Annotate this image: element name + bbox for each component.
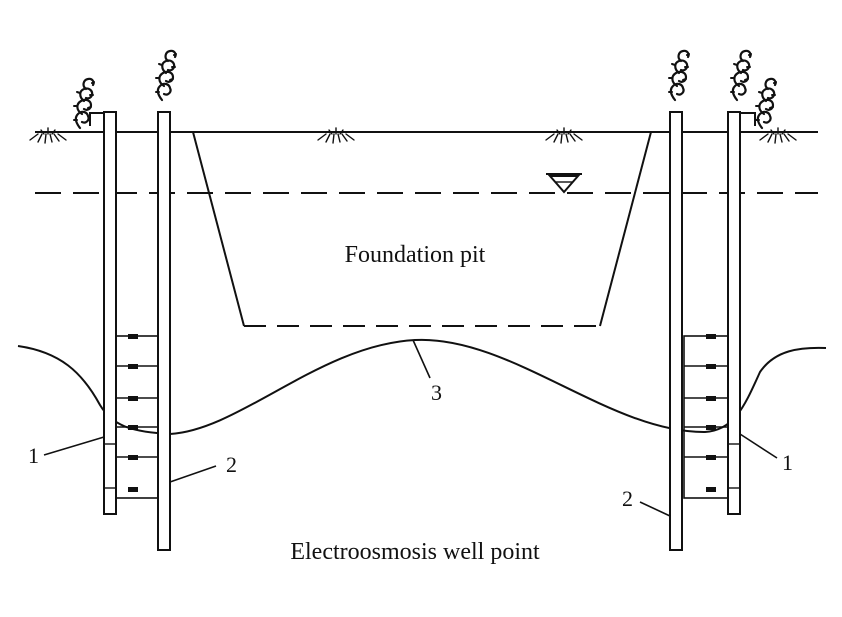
electroosmosis-anode-left [157, 111, 171, 551]
callout-2-left: 2 [226, 452, 237, 477]
foundation-pit-label: Foundation pit [345, 242, 486, 268]
water-table-triangle-icon [546, 173, 582, 194]
electroosmosis-cathode-left [89, 111, 161, 515]
foundation-pit [192, 131, 652, 327]
callout-3-center: 3 [431, 380, 442, 405]
drawdown-curve [17, 338, 827, 436]
filter-screen-right [683, 334, 741, 499]
callout-1-right: 1 [782, 450, 793, 475]
filter-screen-left [103, 334, 161, 499]
callout-2-right: 2 [622, 486, 633, 511]
electroosmosis-cathode-right [683, 111, 756, 515]
callout-leaders [43, 339, 778, 517]
callout-1-left: 1 [28, 443, 39, 468]
well-point-label: Electroosmosis well point [290, 539, 540, 565]
electroosmosis-anode-right [669, 111, 683, 551]
